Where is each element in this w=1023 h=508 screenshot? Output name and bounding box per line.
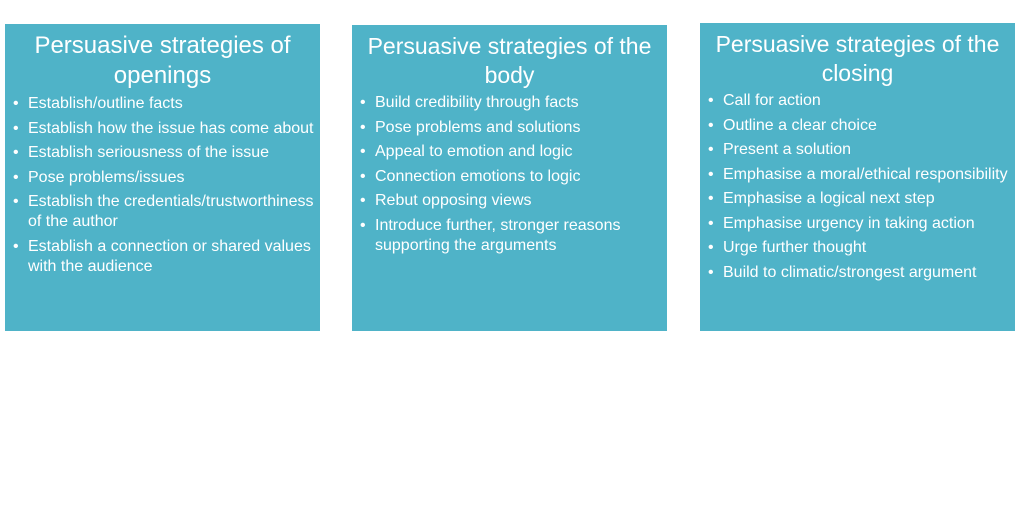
list-item-text: Establish a connection or shared values … [28,237,311,275]
list-item-text: Emphasise urgency in taking action [723,214,975,232]
body-list: • Build credibility through facts • Pose pr… [352,93,667,256]
bullet-icon: • [708,116,714,134]
bullet-icon: • [708,190,714,207]
list-item: • Connection emotions to logic [360,167,661,187]
bullet-icon: • [360,118,366,136]
bullet-icon: • [13,168,19,186]
list-item: • Appeal to emotion and logic [360,142,661,162]
openings-list: • Establish/outline facts • Establish how t… [5,94,320,277]
list-item-text: Establish/outline facts [28,95,183,112]
list-item-text: Emphasise a moral/ethical responsibility [723,165,1008,183]
list-item-text: Rebut opposing views [375,192,532,209]
list-item-text: Establish how the issue has come about [28,119,314,137]
list-item: • Present a solution [708,140,1009,160]
list-item-text: Introduce further, stronger reasons supp… [375,216,621,254]
list-item-text: Appeal to emotion and logic [375,143,573,160]
list-item: • Emphasise a logical next step [708,189,1009,209]
bullet-icon: • [360,167,366,185]
openings-title: Persuasive strategies of openings [34,32,291,89]
body-title: Persuasive strategies of the body [367,33,652,88]
list-item: • Introduce further, stronger reasons sup… [360,216,661,256]
list-item: • Establish the credentials/trustworthine… [13,192,314,232]
bullet-icon: • [360,216,366,234]
list-item-text: Connection emotions to logic [375,167,581,185]
list-item-text: Outline a clear choice [723,116,877,134]
list-item: • Rebut opposing views [360,191,661,211]
list-item: • Outline a clear choice [708,116,1009,136]
bullet-icon: • [13,95,19,112]
bullet-icon: • [13,237,19,255]
list-item-text: Pose problems and solutions [375,118,581,136]
list-item-text: Establish the credentials/trustworthines… [28,193,314,230]
list-item-text: Urge further thought [723,239,867,256]
list-item: • Establish a connection or shared values… [13,237,314,277]
list-item: • Establish how the issue has come about [13,119,314,139]
list-item-text: Call for action [723,92,821,109]
list-item: • Call for action [708,91,1009,111]
list-item: • Build credibility through facts [360,93,661,113]
list-item: • Pose problems/issues [13,168,314,188]
list-item-text: Present a solution [723,141,852,158]
bullet-icon: • [360,192,366,209]
bullet-icon: • [360,143,366,160]
list-item: • Establish seriousness of the issue [13,143,314,163]
list-item: • Establish/outline facts [13,94,314,114]
list-item-text: Emphasise a logical next step [723,190,935,207]
bullet-icon: • [13,144,19,161]
closing-box: Persuasive strategies of the closing • Ca… [700,23,1015,331]
list-item: • Pose problems and solutions [360,118,661,138]
list-item-text: Build to climatic/strongest argument [723,263,977,281]
bullet-icon: • [13,193,19,210]
openings-box: Persuasive strategies of openings • Estab… [5,24,320,331]
list-item: • Emphasise urgency in taking action [708,214,1009,234]
bullet-icon: • [708,214,714,232]
list-item-text: Pose problems/issues [28,168,185,186]
closing-title: Persuasive strategies of the closing [715,31,1000,86]
list-item: • Build to climatic/strongest argument [708,263,1009,283]
body-box: Persuasive strategies of the body • Build… [352,25,667,331]
bullet-icon: • [13,119,19,137]
list-item-text: Establish seriousness of the issue [28,144,270,161]
bullet-icon: • [708,141,714,158]
list-item: • Emphasise a moral/ethical responsibilit… [708,165,1009,185]
bullet-icon: • [708,92,714,109]
list-item-text: Build credibility through facts [375,94,579,111]
bullet-icon: • [708,263,714,281]
bullet-icon: • [360,94,366,111]
bullet-icon: • [708,239,714,256]
closing-list: •Call for action•Outline a clear choice•… [700,91,1015,283]
list-item: • Urge further thought [708,238,1009,258]
bullet-icon: • [708,165,714,183]
